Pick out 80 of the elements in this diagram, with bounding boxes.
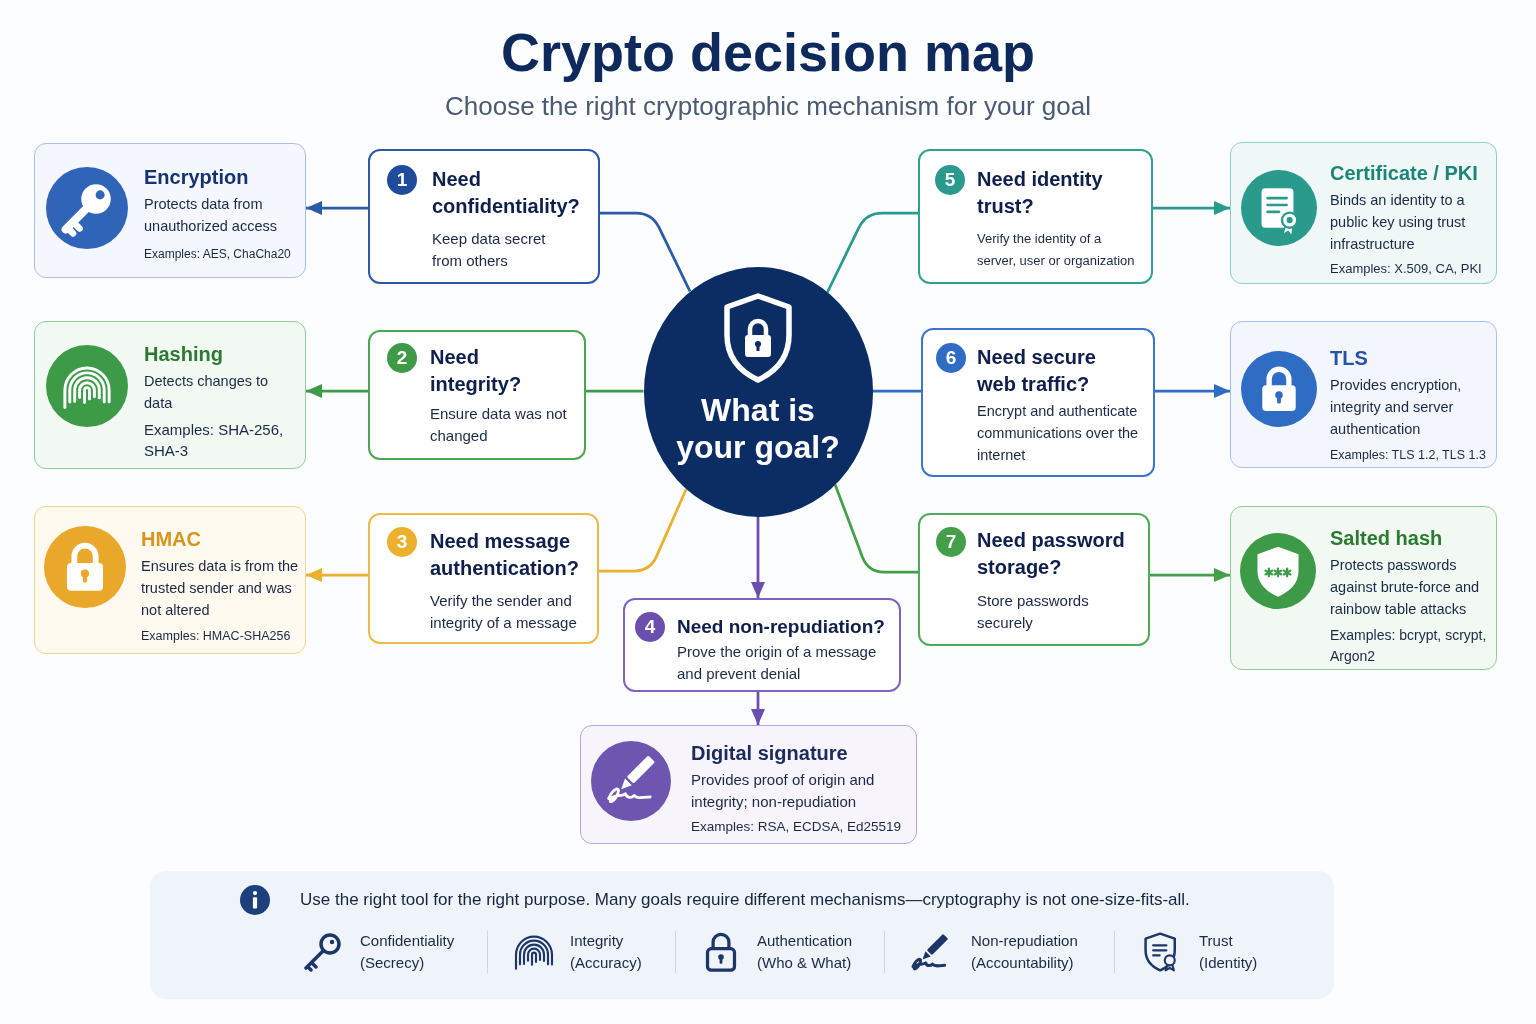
page-subtitle: Choose the right cryptographic mechanism for your goal — [445, 90, 1091, 122]
question-hint: Encrypt and authenticate communications over the internet — [977, 403, 1139, 463]
examples-text: Examples: AES, ChaCha20 — [144, 247, 291, 261]
info-panel — [150, 871, 1334, 999]
question-card — [918, 513, 1150, 646]
step-number: 7 — [936, 527, 966, 557]
principle-label: Authentication (Who & What) — [757, 932, 853, 971]
mechanism-description: Protects data from unauthorized access — [144, 196, 277, 234]
mechanism-description: Provides proof of origin and integrity; non-repudiation — [691, 771, 875, 810]
question-hint: Prove the origin of a message and prevent denial — [677, 643, 877, 682]
arrow — [306, 201, 368, 215]
arrow — [306, 568, 368, 582]
principle-label: Integrity (Accuracy) — [570, 932, 642, 971]
step-number: 1 — [387, 165, 417, 195]
examples-text: Examples: TLS 1.2, TLS 1.3 — [1330, 448, 1486, 462]
mechanism-card — [34, 506, 306, 654]
question-text: Need message authentication? — [430, 529, 579, 579]
mechanism-description: Protects passwords against brute-force and rainbow table attacks — [1330, 557, 1480, 617]
mechanism-card — [580, 725, 917, 844]
mechanism-card — [1230, 142, 1497, 284]
connector-line — [826, 211, 918, 294]
connector-line — [600, 211, 692, 292]
mechanism-description: Binds an identity to a public key using trust infrastructure — [1330, 192, 1466, 252]
question-text: Need identity trust? — [977, 167, 1103, 217]
question-card — [368, 330, 586, 460]
mechanism-name: TLS — [1330, 347, 1368, 369]
question-text: Need secure web traffic? — [977, 346, 1096, 395]
mechanism-description: Provides encryption, integrity and server authentication — [1330, 377, 1462, 437]
mechanism-card — [1230, 321, 1497, 468]
question-card — [368, 513, 599, 644]
mechanism-name: Hashing — [144, 343, 223, 365]
question-hint: Verify the identity of a server, user or organization — [977, 231, 1135, 268]
examples-text: Examples: RSA, ECDSA, Ed25519 — [691, 819, 902, 834]
mechanism-name: Digital signature — [691, 742, 848, 764]
mechanism-name: Salted hash — [1330, 527, 1443, 549]
mechanism-description: Ensures data is from the trusted sender and was not altered — [141, 558, 299, 618]
question-text: Need non-repudiation? — [677, 615, 885, 637]
arrow — [1153, 201, 1230, 215]
step-number: 3 — [387, 527, 417, 557]
question-text: Need confidentiality? — [432, 167, 580, 217]
mechanism-card — [1230, 506, 1497, 670]
arrow — [751, 692, 765, 725]
connector-line — [833, 483, 918, 574]
mechanism-name: HMAC — [141, 528, 201, 550]
principle-label: Non-repudiation (Accountability) — [971, 932, 1078, 971]
question-card — [918, 149, 1153, 284]
principle-label: Confidentiality (Secrecy) — [360, 932, 455, 971]
connector-line — [586, 389, 644, 393]
question-card — [368, 149, 600, 284]
examples-text: Examples: X.509, CA, PKI — [1330, 261, 1482, 276]
question-text: Need integrity? — [430, 345, 522, 395]
step-number: 2 — [387, 343, 417, 373]
goal-question: What is your goal? — [676, 391, 840, 465]
step-number: 6 — [936, 343, 966, 373]
step-number: 4 — [635, 612, 665, 642]
question-card — [921, 328, 1155, 477]
question-hint: Keep data secret from others — [432, 230, 546, 269]
page-title: Crypto decision map — [500, 21, 1036, 83]
info-note: Use the right tool for the right purpose. Many goals require different mechanisms—cryptography is not one-size-fits-all. — [300, 890, 1190, 909]
principle-label: Trust (Identity) — [1199, 932, 1258, 971]
arrow — [1150, 568, 1230, 582]
examples-text: Examples: SHA-256, SHA-3 — [144, 421, 284, 459]
examples-text: Examples: bcrypt, scrypt, Argon2 — [1330, 627, 1487, 664]
mechanism-name: Certificate / PKI — [1330, 162, 1478, 184]
connector-line — [872, 389, 921, 393]
arrow — [751, 517, 765, 598]
mechanism-name: Encryption — [144, 166, 249, 188]
mechanism-card — [34, 321, 306, 469]
question-text: Need password storage? — [977, 529, 1125, 578]
mechanism-card — [34, 143, 306, 278]
step-number: 5 — [935, 165, 965, 195]
arrow — [306, 384, 368, 398]
connector-line — [599, 488, 688, 573]
examples-text: Examples: HMAC-SHA256 — [141, 629, 291, 643]
arrow — [1155, 384, 1230, 398]
question-hint: Store passwords securely — [977, 592, 1089, 631]
question-hint: Verify the sender and integrity of a message — [430, 592, 577, 631]
question-hint: Ensure data was not changed — [430, 405, 567, 444]
question-card — [623, 598, 901, 692]
mechanism-description: Detects changes to data — [144, 373, 269, 411]
